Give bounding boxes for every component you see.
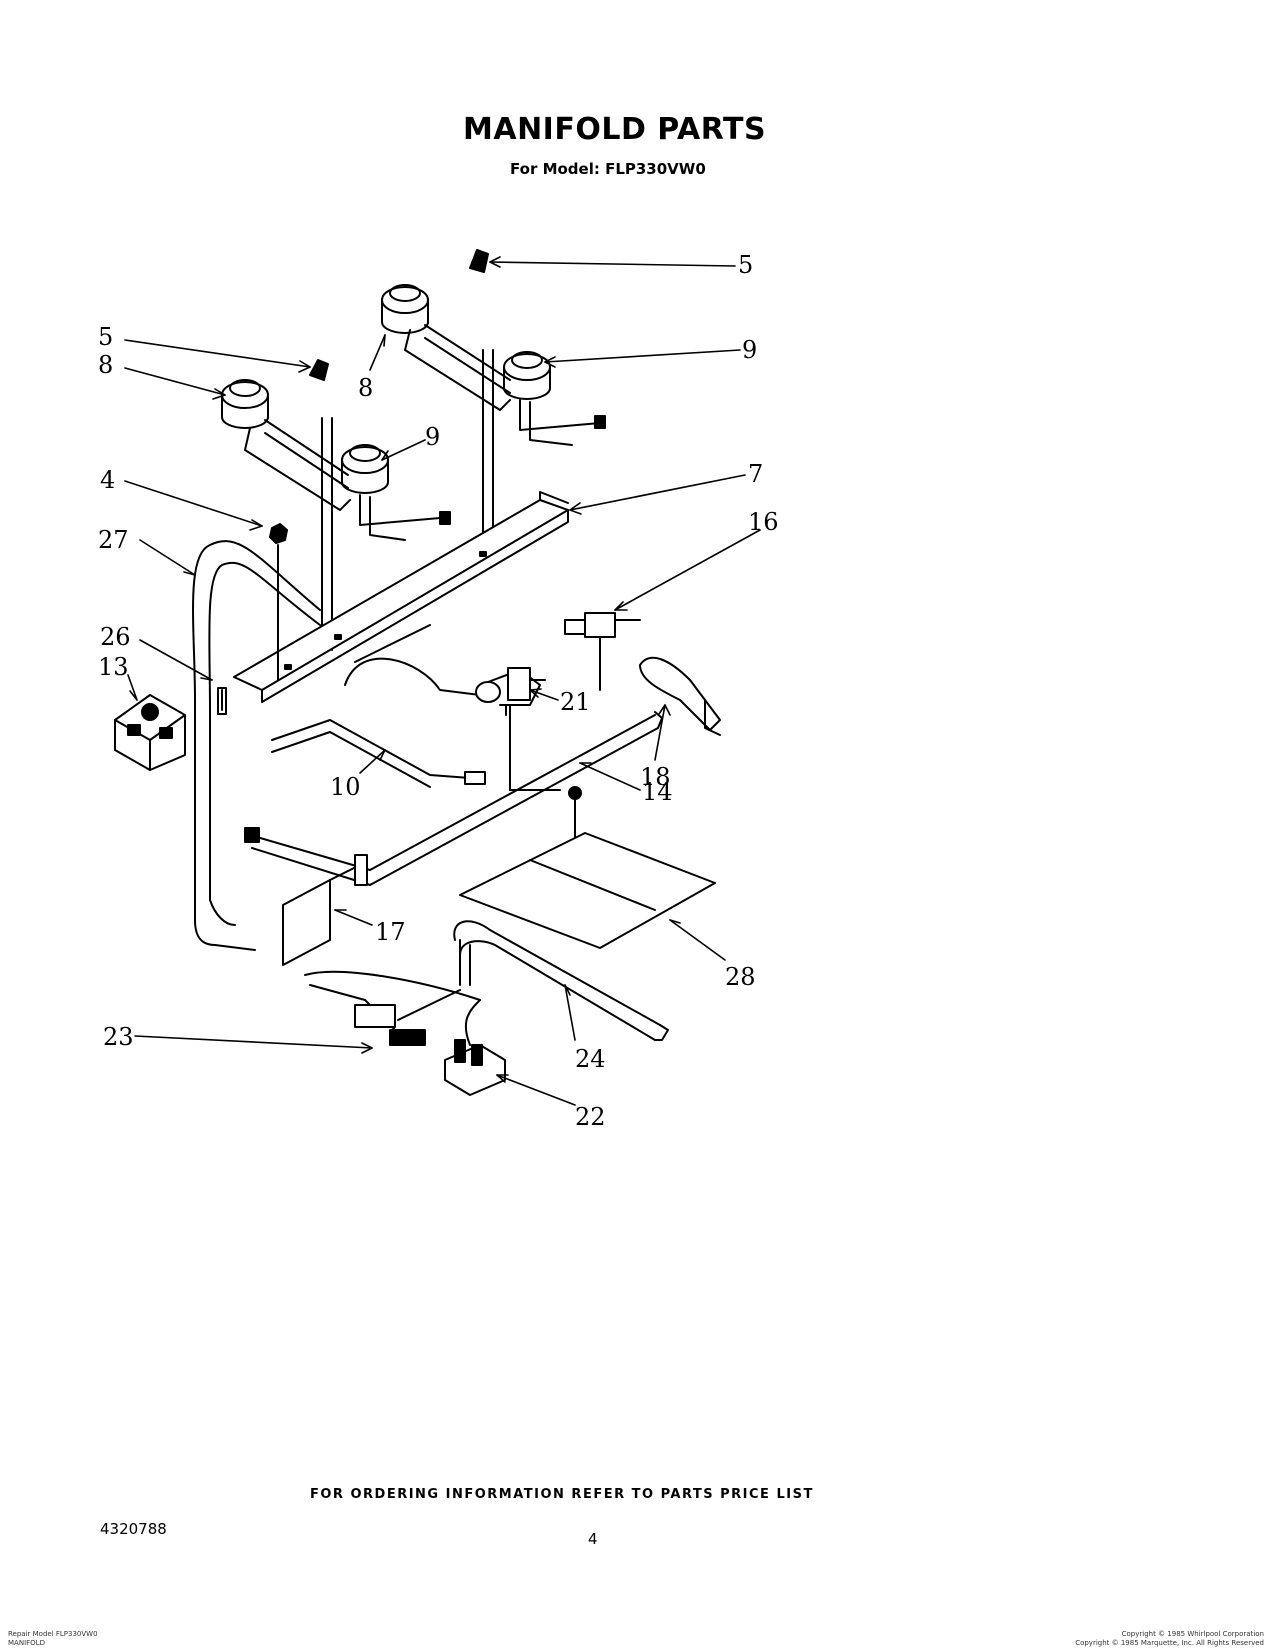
- callout-28: 28: [725, 963, 756, 991]
- callout-8-right: 8: [358, 374, 373, 402]
- oven-burner: [453, 920, 669, 1041]
- burner-assembly-left: [221, 379, 451, 651]
- callout-labels: 5 5 8 8 9 9 4 7 27 16 26 13 21 10 18 14 …: [98, 251, 779, 1131]
- callout-22: 22: [575, 1103, 606, 1131]
- callout-26: 26: [100, 623, 131, 651]
- callout-17: 17: [375, 918, 406, 946]
- fine-print-left: Repair Model FLP330VW0 MANIFOLD: [8, 1630, 98, 1648]
- clip-left: [309, 359, 329, 381]
- tubing-10: [271, 719, 471, 779]
- fine-right-line2: Copyright © 1985 Marquette, Inc. All Rig…: [1075, 1639, 1264, 1647]
- leader-lines: [124, 256, 761, 1106]
- callout-16: 16: [748, 508, 779, 536]
- callout-27: 27: [98, 526, 129, 554]
- gas-valve: [114, 694, 186, 771]
- model-subtitle: For Model: FLP330VW0: [510, 160, 706, 178]
- fine-left-line2: MANIFOLD: [8, 1639, 45, 1647]
- page-number: 4: [588, 1530, 598, 1548]
- fine-print-right: Copyright © 1985 Whirlpool Corporation C…: [1075, 1630, 1264, 1648]
- igniter: [304, 970, 481, 1046]
- hex-nut: [269, 523, 288, 544]
- deflector: [459, 832, 716, 949]
- callout-7: 7: [748, 460, 763, 488]
- callout-9-left: 9: [425, 423, 440, 451]
- bracket-18: [639, 656, 721, 736]
- callout-18: 18: [640, 763, 671, 791]
- page-title: MANIFOLD PARTS: [463, 112, 767, 147]
- callout-4: 4: [100, 466, 115, 494]
- clip-right: [469, 249, 489, 273]
- callout-21: 21: [560, 688, 591, 716]
- bracket-17: [282, 854, 368, 966]
- oven-safety-valve: [444, 999, 506, 1096]
- callout-24: 24: [575, 1045, 606, 1073]
- callout-8-left: 8: [98, 351, 113, 379]
- fine-left-line1: Repair Model FLP330VW0: [8, 1630, 98, 1638]
- regulator: [564, 612, 641, 691]
- burner-tube: [244, 704, 663, 886]
- callout-9-right: 9: [742, 336, 757, 364]
- tubing-27: [192, 540, 321, 951]
- callout-5-left: 5: [98, 323, 113, 351]
- callout-14: 14: [642, 778, 673, 806]
- fine-right-line1: Copyright © 1985 Whirlpool Corporation: [1121, 1630, 1264, 1638]
- document-number: 4320788: [100, 1520, 167, 1538]
- callout-23: 23: [103, 1023, 134, 1051]
- manifold-bracket: [233, 491, 569, 703]
- burner-assembly-right: [381, 284, 606, 541]
- callout-10: 10: [330, 773, 361, 801]
- callout-13: 13: [98, 653, 129, 681]
- safety-valve: [475, 667, 546, 716]
- ordering-note: FOR ORDERING INFORMATION REFER TO PARTS …: [310, 1487, 814, 1502]
- callout-5-right: 5: [738, 251, 753, 279]
